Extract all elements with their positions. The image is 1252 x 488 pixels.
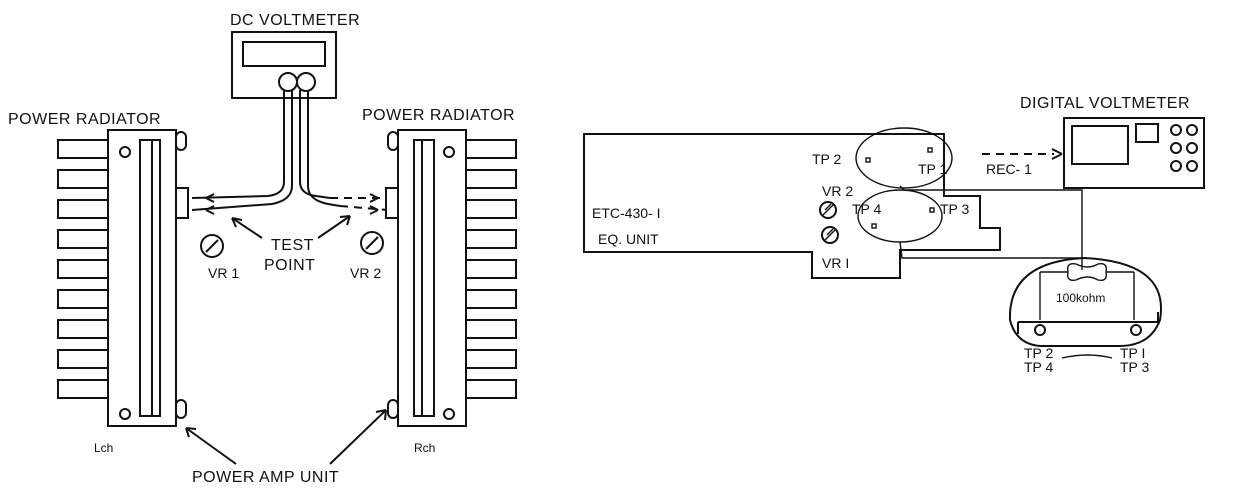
tp4-inset-label: TP 4	[1024, 359, 1054, 375]
vr2-eq-trimmer-icon	[819, 201, 837, 219]
tp1-inset-label: TP I	[1120, 345, 1145, 361]
tp1-label: TP 1	[918, 161, 948, 177]
eq-unit-board	[583, 133, 1001, 279]
vr1-label: VR 1	[208, 265, 239, 281]
dc-voltmeter-label: DC VOLTMETER	[230, 12, 360, 29]
vr1-eq-label: VR I	[822, 255, 849, 271]
dc-voltmeter	[231, 31, 337, 99]
digital-voltmeter	[1063, 117, 1205, 189]
vr1-trimmer-icon	[200, 234, 224, 258]
power-radiator-left	[57, 129, 189, 427]
tp3-inset-label: TP 3	[1120, 359, 1150, 375]
power-amp-unit-arrows	[185, 409, 387, 465]
tp4-label: TP 4	[852, 201, 882, 217]
test-point-label-line2: POINT	[264, 257, 315, 274]
resistor-value-label: 100kohm	[1056, 291, 1105, 305]
vr1-eq-trimmer-icon	[821, 226, 839, 244]
voltmeter-terminal-left	[278, 72, 298, 92]
vr2-label: VR 2	[350, 265, 381, 281]
probe-leads	[191, 90, 389, 215]
power-radiator-left-label: POWER RADIATOR	[8, 111, 161, 128]
power-amp-unit-label: POWER AMP UNIT	[192, 469, 339, 486]
digital-voltmeter-label: DIGITAL VOLTMETER	[1020, 95, 1190, 112]
rec1-label: REC- 1	[986, 161, 1032, 177]
test-point-label-line1: TEST	[271, 237, 314, 254]
tp1-tp2-area	[855, 127, 953, 189]
eq-unit-adjustment-diagram: DIGITAL VOLTMETER TP 2 TP 1 VR 2 TP 4 TP…	[583, 95, 1205, 375]
power-amp-adjustment-diagram: DC VOLTMETER POWER RADIATOR	[8, 12, 517, 486]
tp2-inset-label: TP 2	[1024, 345, 1054, 361]
power-radiator-right-label: POWER RADIATOR	[362, 107, 515, 124]
power-radiator-right	[385, 129, 517, 427]
resistor-inset: 100kohm	[1008, 256, 1162, 359]
vr2-eq-label: VR 2	[822, 183, 853, 199]
board-name-label: ETC-430- I	[592, 205, 660, 221]
vr2-trimmer-icon	[360, 231, 384, 255]
tp3-label: TP 3	[940, 201, 970, 217]
board-type-label: EQ. UNIT	[598, 231, 659, 247]
rch-label: Rch	[414, 441, 435, 455]
test-point-arrows	[231, 215, 351, 239]
voltmeter-terminal-right	[296, 72, 316, 92]
lch-label: Lch	[94, 441, 113, 455]
tp2-label: TP 2	[812, 151, 842, 167]
